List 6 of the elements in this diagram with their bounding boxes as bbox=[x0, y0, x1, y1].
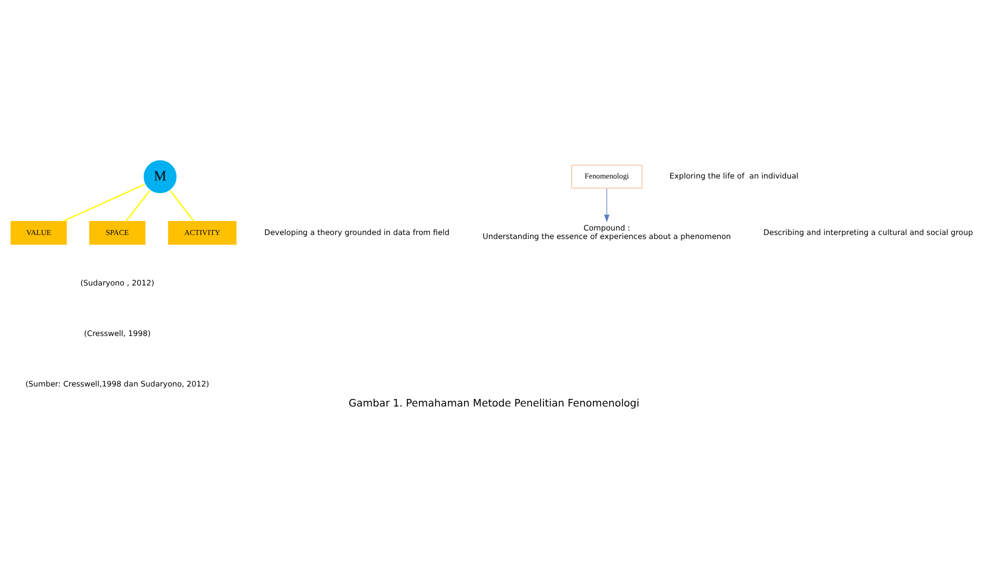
connector bbox=[62, 184, 145, 222]
node-circle: M bbox=[142, 159, 178, 194]
connector bbox=[125, 190, 150, 222]
connector bbox=[170, 190, 194, 222]
caption: Gambar 1. Pemahaman Metode Penelitian Fenomenologi bbox=[348, 398, 640, 410]
arrow bbox=[604, 188, 610, 222]
